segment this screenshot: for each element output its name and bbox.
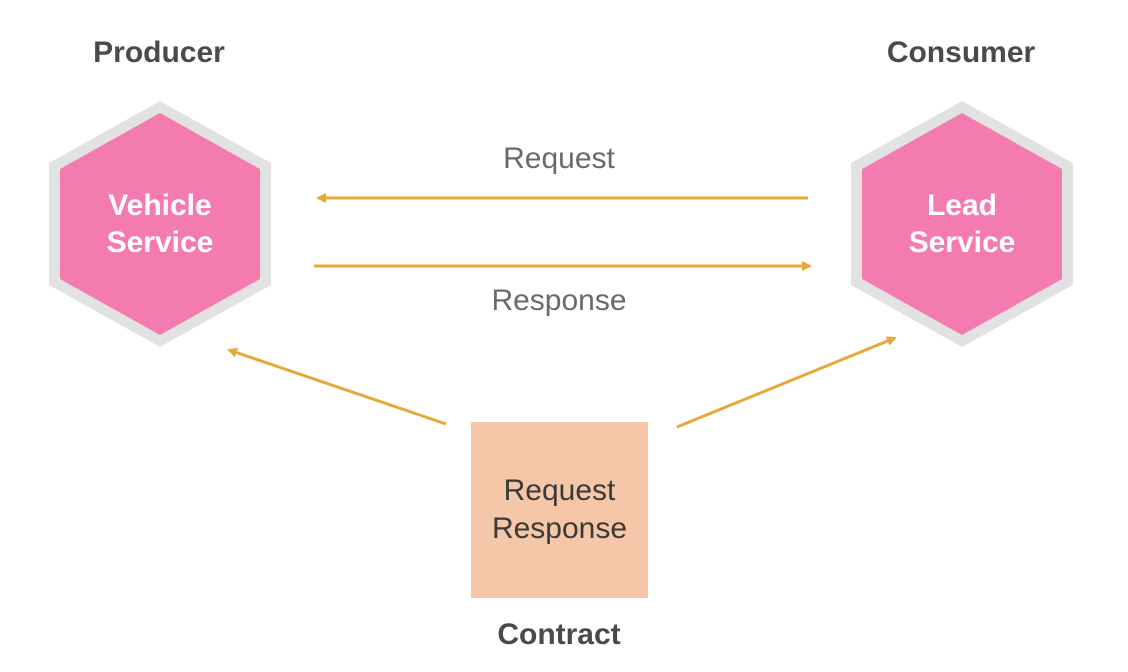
contract-to-consumer-arrow <box>676 336 897 429</box>
producer-title: Producer <box>93 36 225 69</box>
request-label: Request <box>503 142 615 175</box>
contract-box-label: Request Response <box>491 474 628 545</box>
consumer-service-label: Lead Service <box>908 189 1016 259</box>
consumer-hexagon-icon <box>851 101 1073 347</box>
contract-title: Contract <box>497 618 621 651</box>
consumer-service-node: Lead Service <box>848 99 1076 349</box>
contract-box: Request Response <box>471 422 648 598</box>
contract-to-producer-arrow <box>227 347 447 426</box>
response-label: Response <box>491 284 627 317</box>
consumer-title: Consumer <box>886 36 1036 69</box>
producer-hexagon-icon <box>49 101 271 347</box>
producer-service-node: Vehicle Service <box>46 99 274 349</box>
producer-service-label: Vehicle Service <box>106 189 214 259</box>
